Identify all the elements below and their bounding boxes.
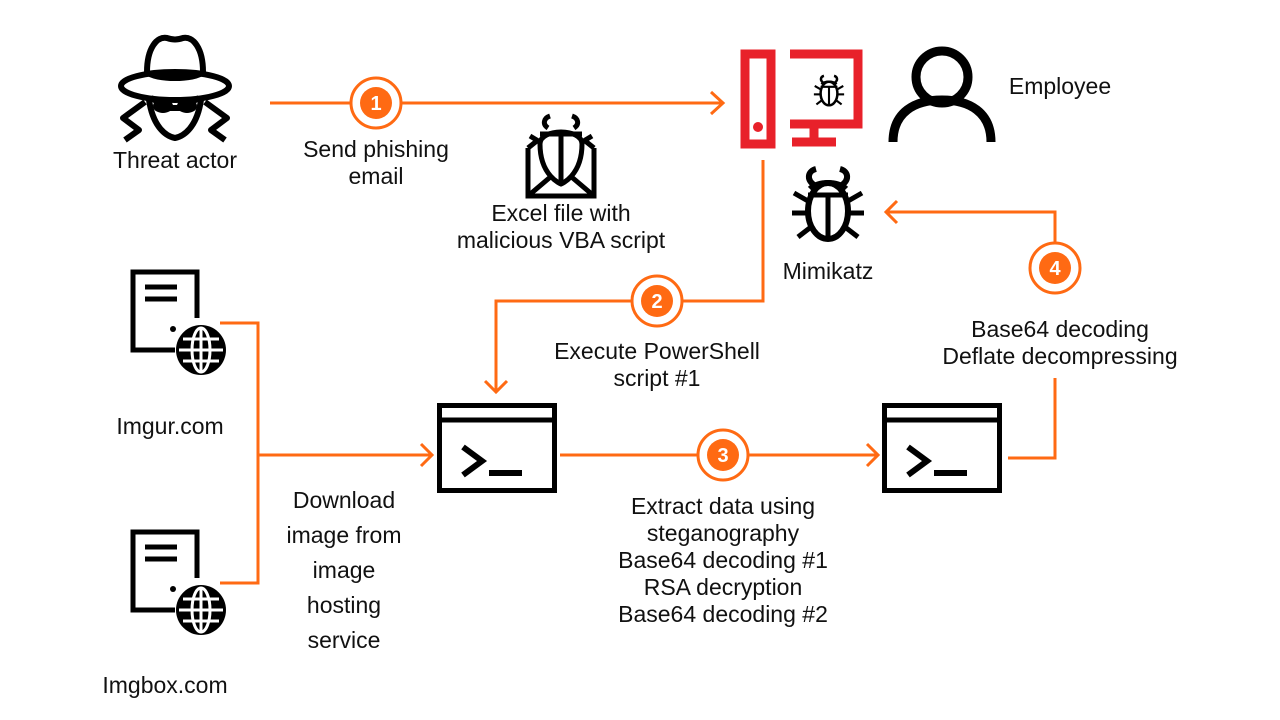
bug-on-screen-icon: [812, 74, 846, 107]
step-1-caption: Send phishing email: [276, 136, 476, 190]
step-2-number: 2: [651, 291, 662, 313]
flow-imgbox: [220, 455, 260, 585]
step-2-caption: Execute PowerShell script #1: [517, 338, 797, 392]
step-4-caption: Base64 decoding Deflate decompressing: [930, 316, 1190, 370]
arrowhead: [883, 199, 899, 225]
step-2-marker: 2: [630, 274, 684, 328]
flow-imgur: [220, 321, 260, 455]
caption-line: steganography: [646, 520, 800, 546]
arrowhead: [865, 442, 881, 468]
spy-icon: [118, 34, 232, 143]
imgbox-label: Imgbox.com: [102, 672, 228, 698]
caption-line: Send phishing: [303, 136, 449, 162]
caption-line: image from: [286, 522, 402, 548]
step-3-number: 3: [717, 445, 728, 467]
caption-line: Download: [292, 487, 396, 513]
caption-line: hosting: [306, 592, 382, 618]
imgbox-server-icon: [133, 532, 226, 635]
caption-line: email: [348, 163, 404, 189]
step-4-number: 4: [1049, 258, 1061, 280]
infected-computer-icon: [740, 49, 863, 149]
caption-line: Base64 decoding #1: [618, 547, 828, 573]
caption-line: RSA decryption: [643, 574, 803, 600]
imgur-server-icon: [133, 272, 226, 375]
threat-actor-label: Threat actor: [113, 147, 237, 173]
step-1-marker: 1: [349, 76, 403, 130]
arrowhead: [709, 90, 726, 116]
caption-line: Excel file with: [491, 200, 631, 226]
step-3-caption: Extract data using steganography Base64 …: [583, 493, 863, 628]
caption-line: Execute PowerShell: [554, 338, 760, 364]
phishing-email-caption: Excel file with malicious VBA script: [436, 200, 686, 254]
flow-decode: [1008, 378, 1057, 460]
caption-line: Extract data using: [630, 493, 816, 519]
powershell-1-terminal-icon: [440, 406, 555, 491]
caption-line: service: [307, 627, 381, 653]
caption-line: Base64 decoding #2: [618, 601, 828, 627]
mimikatz-label: Mimikatz: [782, 258, 874, 284]
caption-line: script #1: [613, 365, 701, 391]
user-icon: [888, 46, 996, 143]
powershell-2-terminal-icon: [885, 406, 1000, 491]
arrowhead: [419, 442, 435, 468]
caption-line: malicious VBA script: [456, 227, 666, 253]
step-1-number: 1: [370, 93, 381, 115]
step-4-marker: 4: [1028, 241, 1082, 295]
imgur-label: Imgur.com: [116, 413, 224, 439]
malicious-email-icon: [525, 113, 597, 199]
download-caption: Download image from image hosting servic…: [264, 483, 424, 658]
mimikatz-bug-icon: [792, 169, 864, 239]
employee-label: Employee: [1008, 73, 1112, 99]
caption-line: Base64 decoding: [971, 316, 1149, 342]
flow-execute-powershell: [494, 160, 765, 392]
caption-line: image: [312, 557, 376, 583]
caption-line: Deflate decompressing: [942, 343, 1178, 369]
step-3-marker: 3: [696, 428, 750, 482]
arrowhead: [483, 379, 509, 395]
